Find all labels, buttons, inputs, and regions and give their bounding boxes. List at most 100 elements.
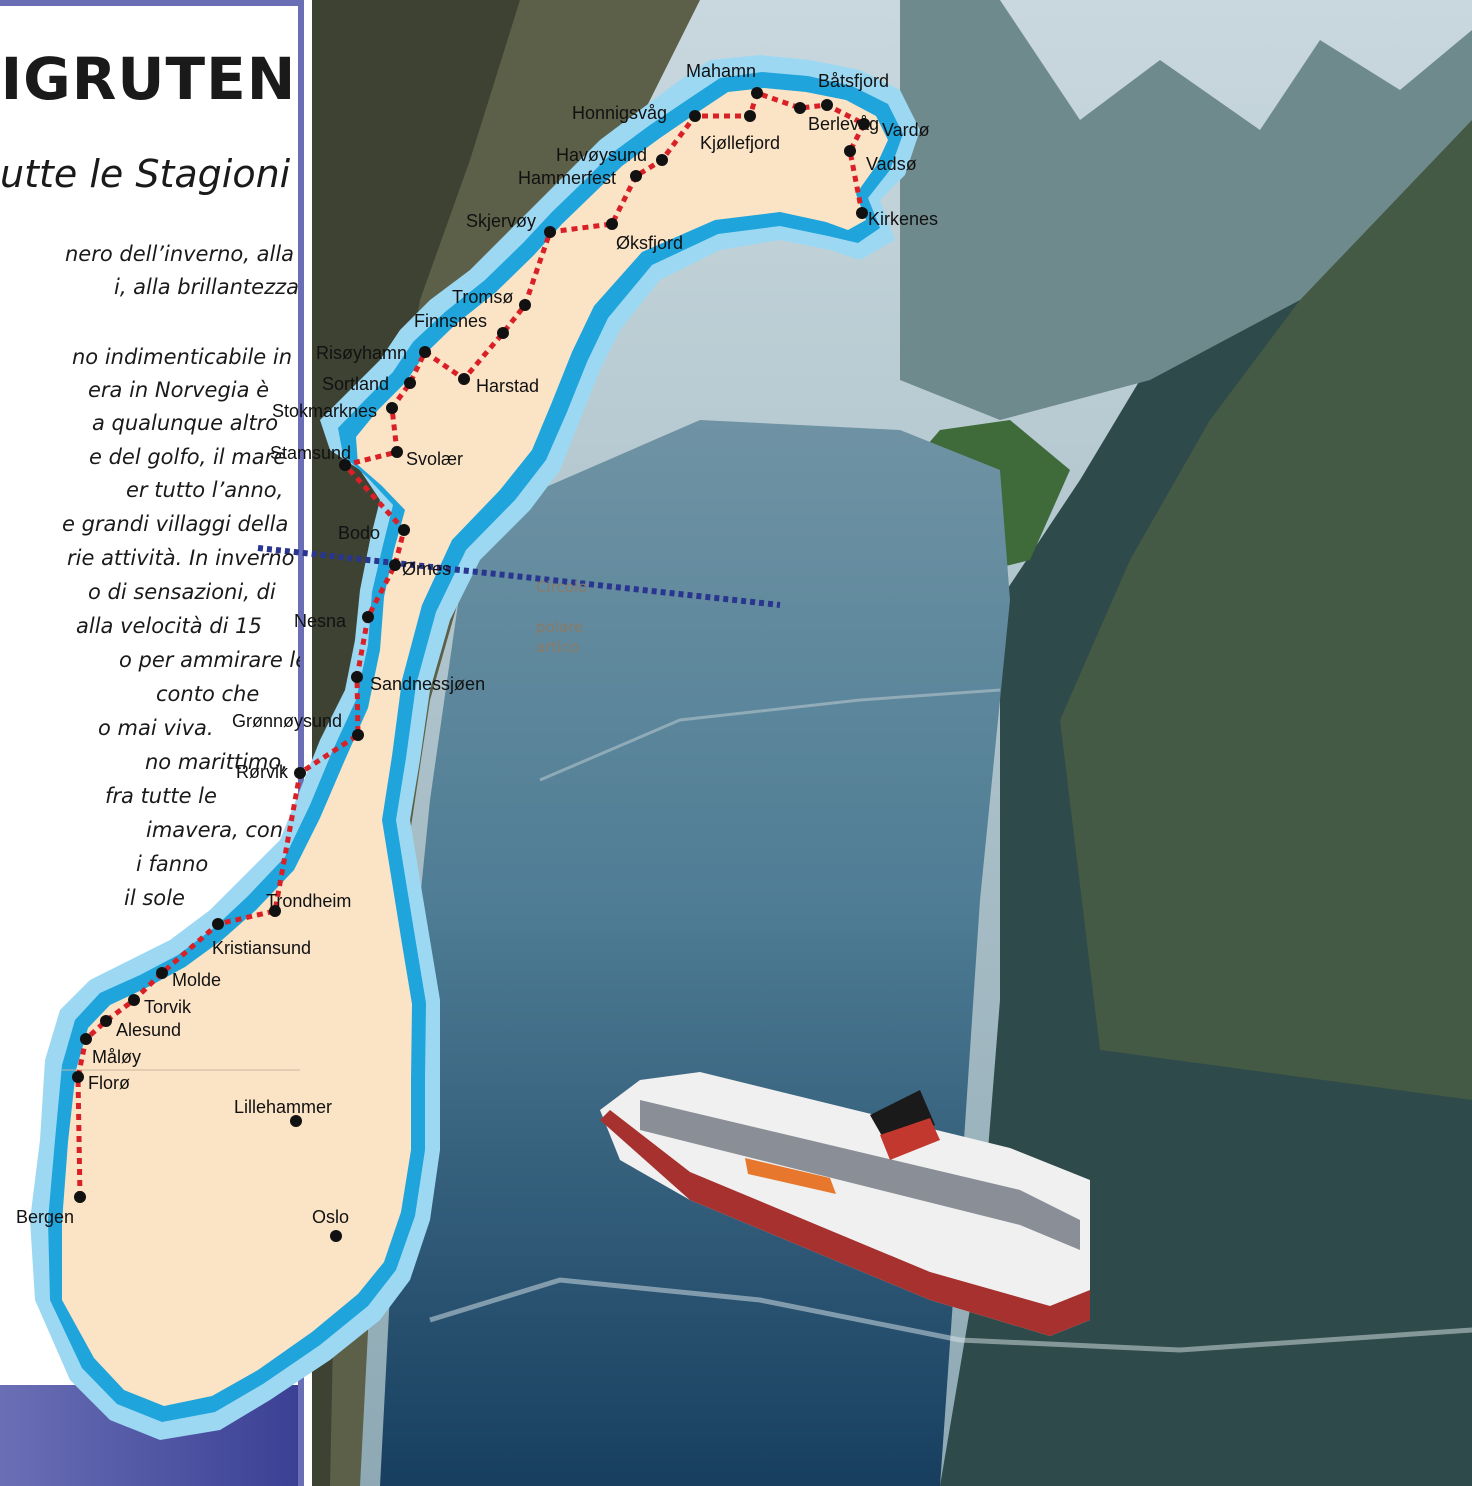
port-lillehammer: Lillehammer [234, 1097, 332, 1127]
port-dot [156, 967, 168, 979]
port-label: Finnsnes [414, 311, 487, 331]
port-label: Bodo [338, 523, 380, 543]
port-label: Kristiansund [212, 938, 311, 958]
port-label: Mahamn [686, 61, 756, 81]
port-troms-: Tromsø [452, 287, 531, 311]
port-ris-yhamn: Risøyhamn [316, 343, 431, 363]
port-dot [391, 446, 403, 458]
port-bergen: Bergen [16, 1191, 86, 1227]
port-dot [339, 459, 351, 471]
port-dot [544, 226, 556, 238]
port-alesund: Alesund [100, 1015, 181, 1040]
port-label: Hammerfest [518, 168, 616, 188]
port-dot [294, 767, 306, 779]
fjord-photo [312, 0, 1472, 1486]
port-vads-: Vadsø [844, 145, 917, 174]
port-dot [419, 346, 431, 358]
port-dot [751, 87, 763, 99]
intro-line: o per ammirare le [119, 648, 300, 672]
port-bodo: Bodo [338, 523, 410, 543]
intro-line: e grandi villaggi della [62, 512, 289, 536]
port-label: Florø [88, 1073, 130, 1093]
port-label: Oslo [312, 1207, 349, 1227]
intro-text-panel: TIGRUTEN utte le Stagioni nero dell’inve… [0, 0, 300, 1486]
port-dot [386, 402, 398, 414]
arctic-circle-label-3: artico [536, 638, 579, 656]
intro-line: i fanno [136, 852, 209, 876]
cruise-ship [600, 1072, 1090, 1336]
port-mahamn: Mahamn [686, 61, 763, 99]
hurtigruten-route [75, 89, 868, 1198]
port-dot [656, 154, 668, 166]
port-label: Kirkenes [868, 209, 938, 229]
port-label: Rørvik [236, 762, 289, 782]
port-hammerfest: Hammerfest [518, 168, 642, 188]
port-dot [290, 1115, 302, 1127]
intro-line: no marittimo, [145, 750, 288, 774]
intro-line: o di sensazioni, di [88, 580, 276, 604]
port-dot [458, 373, 470, 385]
port-stamsund: Stamsund [270, 443, 351, 471]
port-label: Risøyhamn [316, 343, 407, 363]
port-label: Båtsfjord [818, 71, 889, 91]
port-label: Molde [172, 970, 221, 990]
port-label: Bergen [16, 1207, 74, 1227]
port-label: Skjervøy [466, 211, 536, 231]
panel-right-rule [298, 0, 304, 1486]
arctic-circle-label-2: polare [536, 618, 583, 636]
intro-line: nero dell’inverno, alla [65, 242, 295, 266]
port-dot [497, 327, 509, 339]
port-dot [398, 524, 410, 536]
port-dot [606, 218, 618, 230]
port-dot [74, 1191, 86, 1203]
port-harstad: Harstad [458, 373, 539, 396]
port-label: Harstad [476, 376, 539, 396]
intro-line: e del golfo, il mare [89, 445, 287, 469]
port-molde: Molde [156, 967, 221, 990]
port-m-l-y: Måløy [80, 1033, 141, 1067]
port-vard-: Vardø [858, 118, 930, 140]
port-label: Kjøllefjord [700, 133, 780, 153]
port-dot [389, 559, 401, 571]
port-kristiansund: Kristiansund [212, 918, 311, 958]
arctic-circle-line [257, 545, 781, 608]
intro-line: il sole [124, 886, 185, 910]
port-finnsnes: Finnsnes [414, 311, 509, 339]
port-svol-r: Svolær [391, 446, 463, 469]
intro-line: fra tutte le [105, 784, 217, 808]
port-label: Ørnes [402, 559, 451, 579]
intro-line: alla velocità di 15 [76, 614, 262, 638]
panel-top-rule [0, 0, 298, 6]
port-torvik: Torvik [128, 994, 192, 1017]
page-subtitle: utte le Stagioni [0, 152, 291, 196]
port-label: Tromsø [452, 287, 513, 307]
port-dot [128, 994, 140, 1006]
port-dot [858, 118, 870, 130]
port-label: Svolær [406, 449, 463, 469]
port-label: Nesna [294, 611, 347, 631]
port-dot [330, 1230, 342, 1242]
port-label: Sandnessjøen [370, 674, 485, 694]
arctic-circle-label-1: Circolo [536, 578, 587, 596]
port-label: Måløy [92, 1047, 141, 1067]
intro-line: no indimenticabile in [72, 345, 293, 369]
port-nesna: Nesna [294, 611, 374, 631]
port--rnes: Ørnes [389, 559, 451, 579]
intro-line: i, alla brillantezza [114, 275, 299, 299]
port-label: Øksfjord [616, 233, 683, 253]
port-label: Torvik [144, 997, 192, 1017]
port-sortland: Sortland [322, 374, 416, 394]
port-dot [80, 1033, 92, 1045]
port-dot [689, 110, 701, 122]
port-label: Havøysund [556, 145, 647, 165]
port-dot [630, 170, 642, 182]
port-dot [744, 110, 756, 122]
intro-line: era in Norvegia è [88, 378, 270, 402]
port-label: Sortland [322, 374, 389, 394]
port--ksfjord: Øksfjord [606, 218, 683, 253]
port-dot [100, 1015, 112, 1027]
intro-line: imavera, con [146, 818, 284, 842]
port-label: Trondheim [266, 891, 351, 911]
